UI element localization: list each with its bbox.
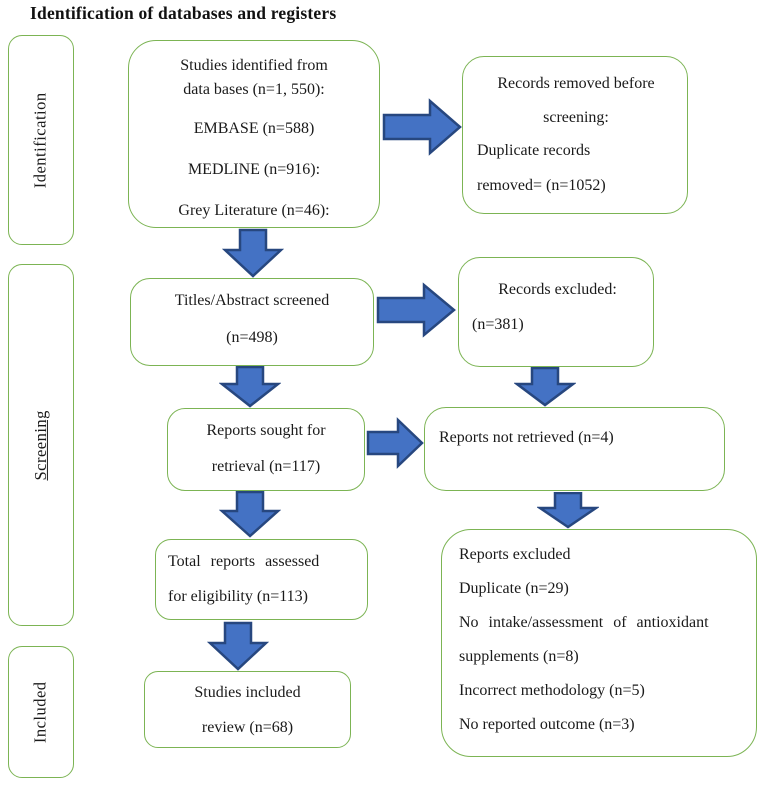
diagram-title: Identification of databases and register…	[30, 3, 337, 23]
arrow-down-assessed-to-included	[207, 621, 269, 671]
box-line: Titles/Abstract screened	[174, 292, 330, 309]
box-line: EMBASE (n=588)	[193, 120, 315, 137]
stage-box-included: Included	[8, 646, 74, 778]
box-line: MEDLINE (n=916):	[187, 161, 321, 178]
box-reports-sought: Reports sought for retrieval (n=117)	[167, 408, 365, 491]
box-line: Incorrect methodology (n=5)	[459, 682, 645, 699]
box-line: Grey Literature (n=46):	[178, 202, 330, 219]
box-records-removed: Records removed before screening: Duplic…	[462, 56, 688, 214]
box-reports-excluded: Reports excluded Duplicate (n=29) No int…	[441, 529, 757, 757]
stage-box-screening: Screening	[8, 264, 74, 626]
box-line: screening:	[543, 109, 609, 126]
arrow-right-titles-to-excluded	[376, 282, 456, 338]
box-line: No reported outcome (n=3)	[459, 716, 635, 733]
stage-box-identification: Identification	[8, 35, 74, 245]
arrow-down-excluded-to-not-retrieved	[514, 367, 576, 407]
box-line: Studies included	[194, 684, 301, 701]
box-total-reports-assessed: Total reports assessed for eligibility (…	[155, 539, 368, 620]
box-records-excluded: Records excluded: (n=381)	[458, 257, 654, 367]
arrow-down-sought-to-assessed	[219, 491, 281, 538]
box-line: No intake/assessment of antioxidant	[459, 614, 709, 631]
box-line: retrieval (n=117)	[211, 458, 321, 475]
box-line: for eligibility (n=113)	[168, 588, 308, 605]
box-line: (n=498)	[226, 329, 278, 346]
box-line: Duplicate (n=29)	[459, 580, 569, 597]
box-line: data bases (n=1, 550):	[183, 81, 325, 98]
arrow-down-not-retrieved-to-reasons	[537, 492, 599, 529]
arrow-down-titles-to-sought	[219, 366, 281, 408]
arrow-down-identified-to-titles	[222, 228, 284, 278]
box-studies-identified: Studies identified from data bases (n=1,…	[128, 40, 380, 228]
stage-label-screening: Screening	[30, 409, 50, 481]
stage-label-included: Included	[30, 681, 50, 743]
box-line: Reports not retrieved (n=4)	[439, 429, 614, 446]
arrow-right-sought-to-not-retrieved	[366, 417, 424, 469]
box-titles-screened: Titles/Abstract screened (n=498)	[130, 278, 374, 366]
box-studies-included: Studies included review (n=68)	[144, 671, 351, 748]
box-line: (n=381)	[472, 316, 524, 333]
box-line: Total reports assessed	[168, 553, 320, 570]
box-line: review (n=68)	[201, 719, 294, 736]
box-line: Records removed before	[497, 75, 655, 92]
box-line: Duplicate records	[477, 142, 591, 159]
box-line: supplements (n=8)	[459, 648, 579, 665]
arrow-right-identified-to-removed	[382, 98, 462, 156]
box-line: removed= (n=1052)	[477, 177, 606, 194]
stage-label-identification: Identification	[30, 92, 50, 188]
box-line: Studies identified from	[180, 57, 328, 74]
box-line: Reports sought for	[206, 422, 326, 439]
box-reports-not-retrieved: Reports not retrieved (n=4)	[424, 407, 725, 491]
box-line: Records excluded:	[498, 281, 617, 298]
box-line: Reports excluded	[459, 546, 571, 563]
